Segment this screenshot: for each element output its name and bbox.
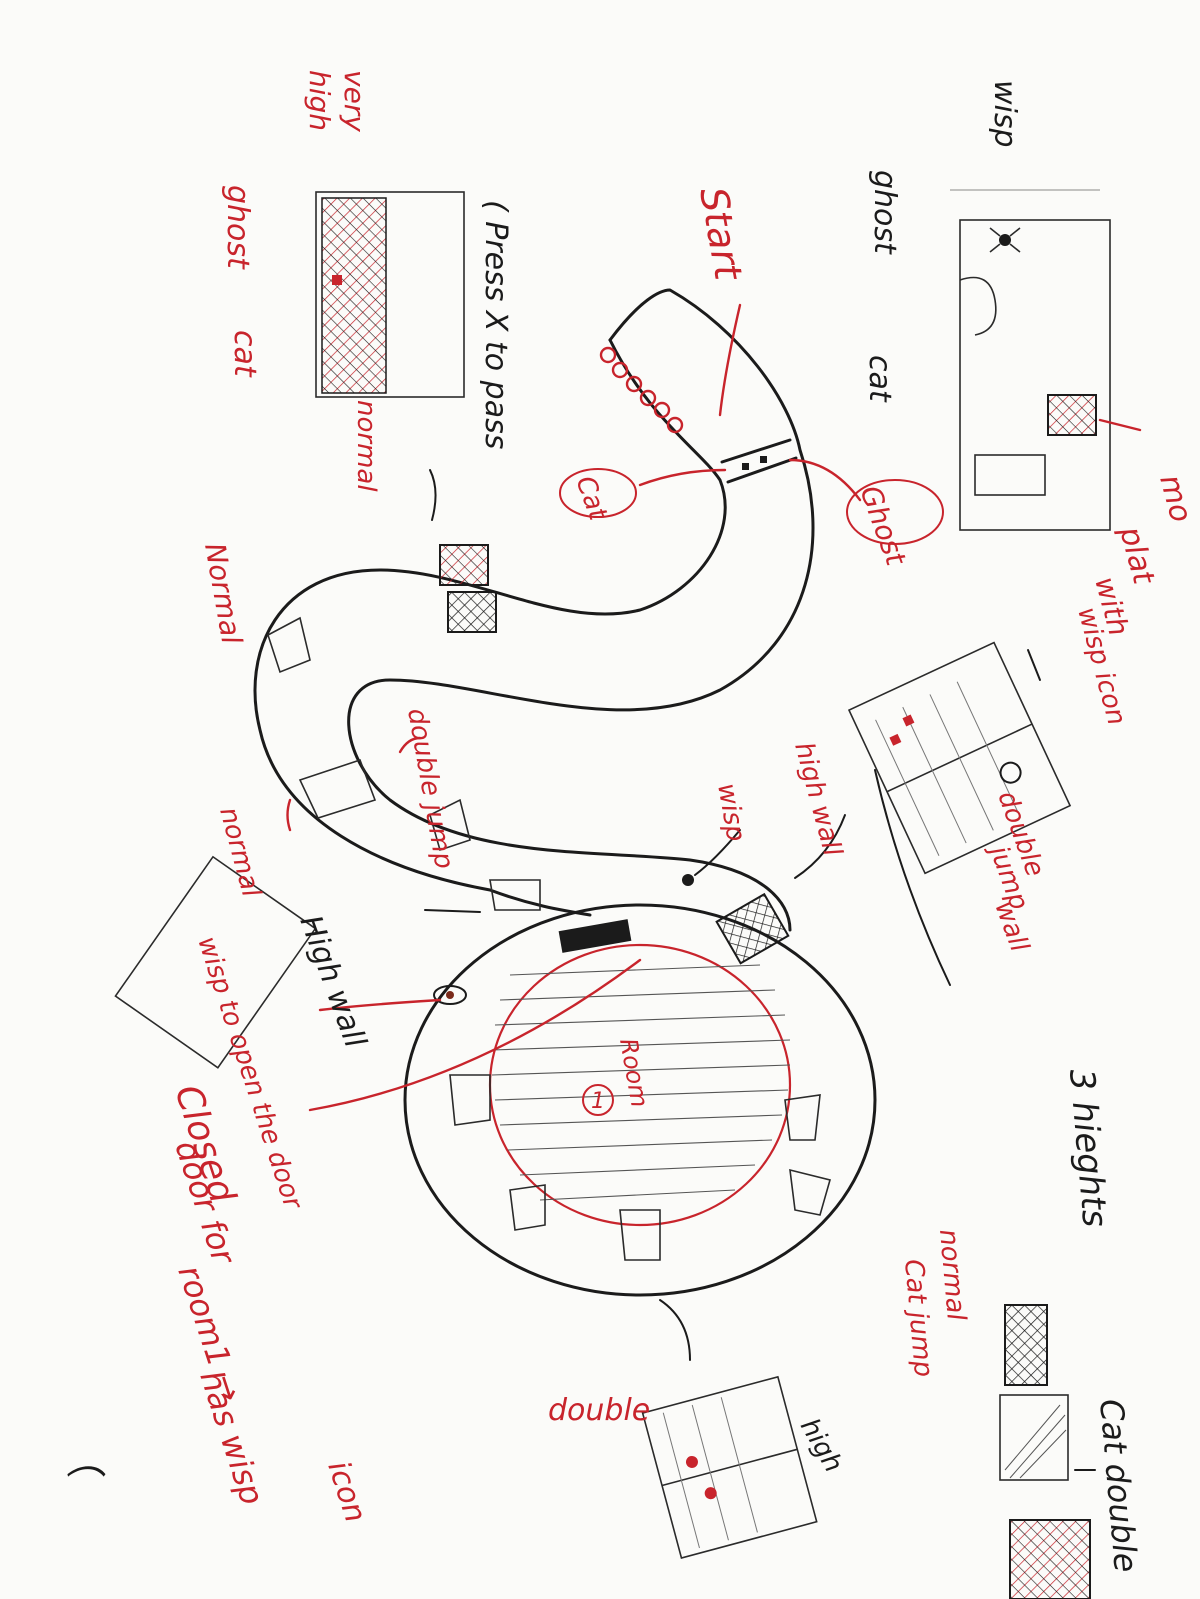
closed-door-line-4: has wisp	[192, 1366, 271, 1510]
high-wall-block	[559, 919, 632, 953]
ghost-block	[448, 592, 496, 632]
legend-tl-very-high-1: very	[338, 70, 371, 132]
closed-door-line-2: door for	[167, 1136, 243, 1270]
gate-platform	[490, 880, 540, 910]
double-jump-path-label: double jump	[401, 706, 459, 871]
bottom-normal: normal	[933, 1228, 971, 1323]
mid-double-jump-3: wall	[988, 897, 1034, 957]
start-gate	[722, 440, 796, 482]
room-1: 1 Room	[405, 905, 875, 1295]
legend-top-ghost: ghost	[867, 170, 902, 255]
high-wall-right-label: high wall	[788, 739, 847, 860]
legend-tl-cat: cat	[227, 330, 262, 378]
bottom-cat-jump: Cat jump	[898, 1258, 938, 1378]
room-number: 1	[591, 1089, 605, 1114]
wisp-dot	[682, 874, 694, 886]
legend-bottom-right	[1000, 1305, 1090, 1599]
legend-bottom-mid	[643, 1377, 817, 1558]
legend-tl-very-high-2: high	[303, 70, 336, 131]
three-heights-label: 3 hieghts	[1061, 1067, 1115, 1228]
wisp-path-label: wisp	[711, 781, 751, 844]
legend-very-high	[316, 192, 464, 397]
room-label: Room	[614, 1036, 654, 1109]
corner-mark: ⌒	[60, 1464, 106, 1510]
legend-top-wisp: wisp	[987, 80, 1022, 148]
spider-wisp-icon	[990, 228, 1020, 252]
eye-icon	[434, 986, 466, 1004]
normal-platform-2	[300, 760, 375, 818]
normal-platform	[268, 618, 310, 672]
legend-tl-ghost: ghost	[220, 185, 255, 270]
legend-top-right	[950, 190, 1110, 530]
cat-block	[440, 545, 488, 585]
legend-top-platform-1: mo	[1152, 471, 1198, 526]
bottom-double: double	[548, 1393, 650, 1428]
normal-left-label: Normal	[198, 540, 248, 646]
legend-tl-normal: normal	[351, 400, 381, 492]
start-label: Start	[691, 184, 751, 285]
ghost-circle-label: Ghost	[853, 481, 912, 570]
normal-mid-label: normal	[213, 804, 266, 901]
high-wall-path-label: High wall	[292, 911, 372, 1053]
bottom-cat-double: Cat double	[1092, 1397, 1145, 1573]
press-x-label: ( Press X to pass	[478, 200, 513, 449]
ghost-icon	[960, 278, 996, 336]
closed-door-line-5: icon	[320, 1457, 373, 1527]
legend-top-cat: cat	[862, 355, 897, 403]
